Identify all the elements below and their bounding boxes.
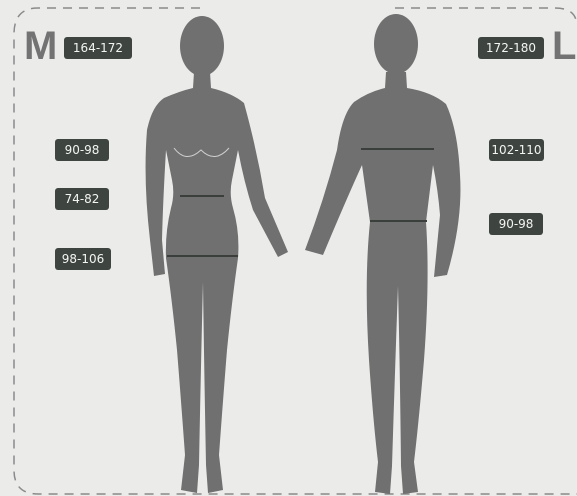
size-l-chest-badge: 102-110 <box>489 139 544 161</box>
size-m-waist-badge: 74-82 <box>55 188 109 210</box>
size-m-bust-badge: 90-98 <box>55 139 109 161</box>
size-l-waist-badge: 90-98 <box>489 213 543 235</box>
female-body <box>146 72 288 493</box>
female-silhouette <box>146 16 288 493</box>
size-l-height-badge: 172-180 <box>478 37 544 59</box>
size-l-letter: L <box>552 26 576 66</box>
frame-border-right <box>395 8 576 20</box>
male-body <box>305 72 460 494</box>
size-m-hips-badge: 98-106 <box>55 248 111 270</box>
size-m-height-badge: 164-172 <box>64 37 132 59</box>
male-head <box>374 14 418 74</box>
female-head <box>180 16 224 76</box>
size-m-letter: M <box>24 26 57 66</box>
male-silhouette <box>305 14 460 494</box>
